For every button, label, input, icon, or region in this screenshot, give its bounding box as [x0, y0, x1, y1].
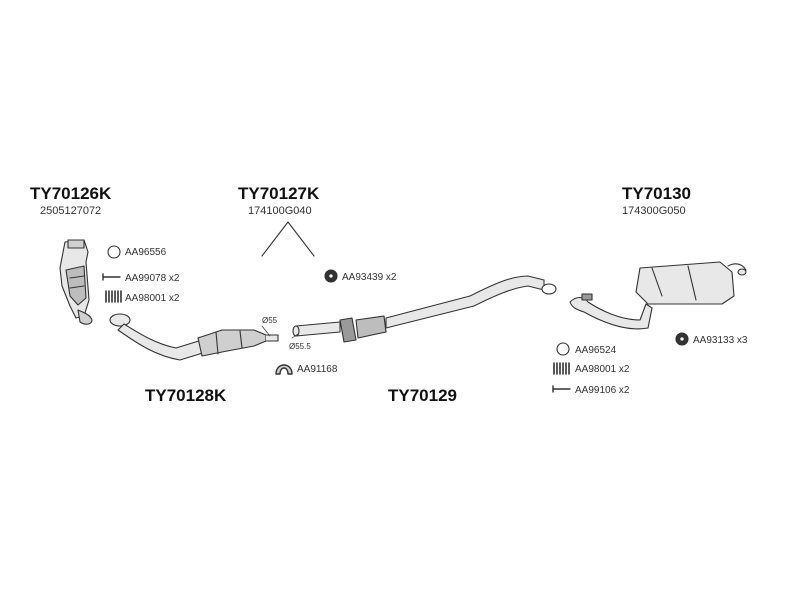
rear-muffler-icon: [569, 261, 747, 330]
spring-icon-aa98001-right: [553, 362, 570, 375]
catalyst-manifold-icon: [59, 239, 93, 325]
part-label-aa98001-right: AA98001 x2: [575, 364, 630, 375]
dimension-label-d55-5: Ø55.5: [289, 342, 311, 351]
oe-number-ty70126k: 2505127072: [40, 205, 102, 217]
part-label-aa96556: AA96556: [125, 247, 167, 258]
assembly-pointer-ty70127k: [261, 221, 315, 257]
clamp-icon-aa91168: [275, 364, 293, 375]
gasket-ring-icon-aa96524: [556, 342, 570, 356]
center-silencer-pipe-icon: [292, 275, 557, 343]
bolt-icon-aa99106: [552, 385, 571, 393]
part-label-aa93439: AA93439 x2: [342, 272, 397, 283]
assembly-code-ty70127k: TY70127K: [238, 184, 320, 203]
part-label-aa98001-left: AA98001 x2: [125, 293, 180, 304]
rubber-mount-icon-aa93439: [324, 269, 338, 283]
dimension-label-d55: Ø55: [262, 316, 278, 325]
assembly-code-ty70126k: TY70126K: [30, 184, 112, 203]
part-label-aa99106: AA99106 x2: [575, 385, 630, 396]
front-pipe-catalyst-icon: [109, 313, 279, 361]
oe-number-ty70127k: 174100G040: [248, 205, 312, 217]
rubber-mount-icon-aa93133: [675, 332, 689, 346]
part-label-aa99078: AA99078 x2: [125, 273, 180, 284]
part-label-aa91168: AA91168: [297, 364, 338, 375]
assembly-code-ty70129: TY70129: [388, 386, 457, 405]
part-label-aa93133: AA93133 x3: [693, 335, 748, 346]
bolt-icon-aa99078: [102, 273, 121, 281]
part-label-aa96524: AA96524: [575, 345, 617, 356]
gasket-ring-icon-aa96556: [107, 245, 121, 259]
oe-number-ty70130: 174300G050: [622, 205, 686, 217]
assembly-code-ty70128k: TY70128K: [145, 386, 227, 405]
dimension-leader-d55-5: [291, 333, 299, 339]
assembly-code-ty70130: TY70130: [622, 184, 691, 203]
spring-icon-aa98001-left: [105, 290, 122, 303]
dimension-leader-d55: [261, 325, 271, 337]
